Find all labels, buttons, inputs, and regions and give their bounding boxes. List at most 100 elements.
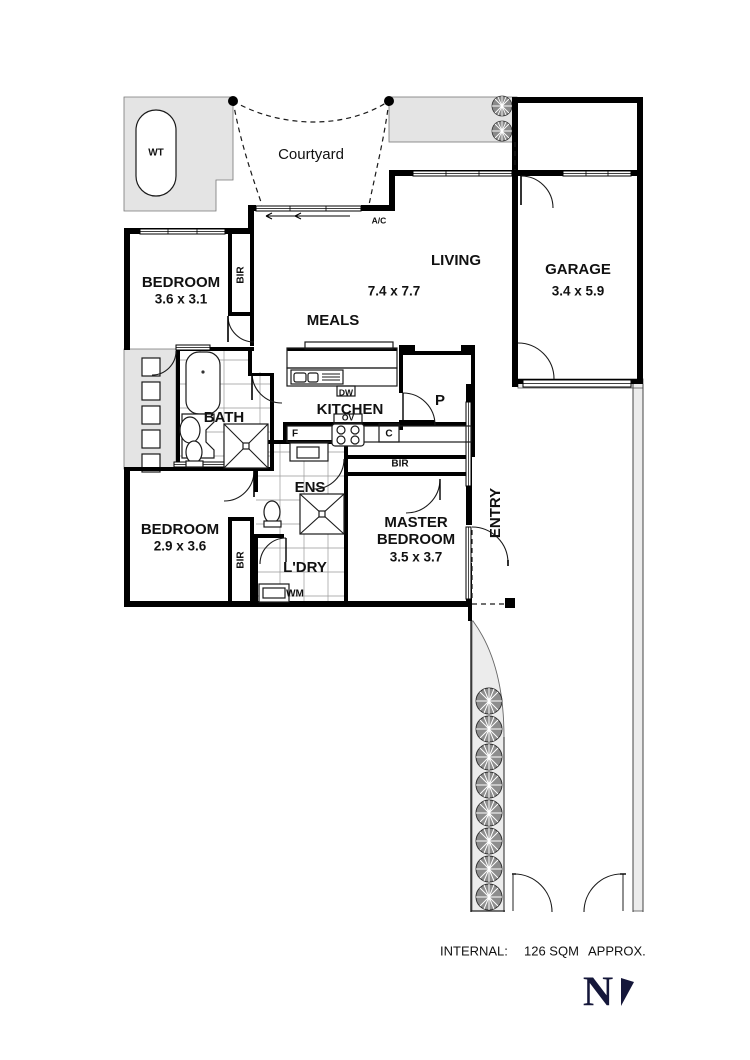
boundary-fence-strip bbox=[632, 383, 644, 912]
bench-appliance-icon bbox=[289, 442, 329, 462]
internal-label: INTERNAL: bbox=[440, 943, 508, 958]
dashed-guides bbox=[471, 142, 516, 608]
bir-bedroom3-label: BIR bbox=[236, 551, 247, 569]
laundry-label: L'DRY bbox=[283, 559, 327, 576]
wall-bath-notch bbox=[248, 373, 274, 376]
shrub-icon-1 bbox=[491, 95, 513, 117]
kitchen-overhead bbox=[304, 341, 394, 350]
bedroom2-label: BEDROOM bbox=[142, 274, 220, 291]
wall-ac-jog-vertical bbox=[389, 170, 395, 211]
wall-bir-b2-bottom bbox=[228, 312, 254, 316]
window-bath-top bbox=[175, 344, 211, 351]
paver-3 bbox=[141, 405, 161, 425]
oven-label: OV bbox=[342, 412, 355, 422]
dishwasher-label: DW bbox=[339, 387, 354, 397]
wall-bir-b3-top bbox=[228, 517, 254, 521]
wall-driveway-top bbox=[468, 607, 472, 621]
bedroom2-dims: 3.6 x 3.1 bbox=[155, 292, 208, 307]
window-bedroom2 bbox=[139, 228, 226, 235]
kitchen-fixtures: DW OV F C bbox=[286, 341, 472, 462]
washing-machine-icon bbox=[258, 583, 290, 603]
kitchen-label: KITCHEN bbox=[317, 401, 384, 418]
master-dims: 3.5 x 3.7 bbox=[390, 550, 443, 565]
ensuite-label: ENS bbox=[295, 479, 326, 496]
ac-label: A/C bbox=[372, 215, 387, 225]
door-garage-entry bbox=[517, 342, 555, 380]
compass-north-letter: N bbox=[583, 970, 613, 1016]
wall-bath-right-a bbox=[248, 347, 252, 373]
bedroom3-label: BEDROOM bbox=[141, 521, 219, 538]
door-bedroom2 bbox=[227, 315, 255, 343]
wall-kitchen-bench-top bbox=[283, 422, 471, 426]
fridge-label: F bbox=[292, 429, 298, 440]
paver-4 bbox=[141, 429, 161, 449]
wall-ldry-top bbox=[254, 534, 284, 538]
cooktop-icon bbox=[331, 423, 365, 447]
door-bedroom3 bbox=[223, 470, 255, 502]
washing-machine-label: WM bbox=[286, 589, 304, 600]
footer-block: INTERNAL: 126 SQM APPROX. bbox=[440, 943, 646, 958]
wall-bath-right-b bbox=[270, 373, 274, 471]
sliding-door-courtyard bbox=[255, 205, 362, 220]
wall-left-upper bbox=[124, 228, 130, 350]
driveway bbox=[470, 384, 644, 912]
shade-sail-arc-right bbox=[368, 100, 390, 206]
door-pantry bbox=[402, 392, 436, 426]
oven-icon bbox=[333, 413, 363, 424]
approx-label: APPROX. bbox=[588, 943, 646, 958]
wall-pillar-right bbox=[461, 345, 475, 355]
shrubs-courtyard bbox=[491, 95, 513, 142]
ensuite-fixtures bbox=[263, 493, 345, 535]
wall-courtyard-bottom-b bbox=[361, 205, 395, 211]
water-tank-label: WT bbox=[148, 148, 164, 159]
shrub-row-icon bbox=[475, 687, 503, 911]
master-label-line1: MASTER bbox=[384, 514, 448, 531]
internal-area: 126 SQM bbox=[524, 943, 579, 958]
entry-label: ENTRY bbox=[487, 488, 504, 538]
wall-bir-b3-left bbox=[228, 517, 232, 603]
kitchen-sink-icon bbox=[290, 369, 344, 385]
garage-label: GARAGE bbox=[545, 261, 611, 278]
meals-label: MEALS bbox=[307, 312, 360, 329]
door-side-paving bbox=[151, 350, 177, 376]
door-laundry bbox=[259, 537, 287, 565]
room-labels: LIVING 7.4 x 7.7 GARAGE 3.4 x 5.9 BEDROO… bbox=[141, 215, 611, 576]
bir-master-label: BIR bbox=[391, 459, 409, 470]
ens-toilet-icon bbox=[263, 500, 282, 528]
cupboard-box bbox=[378, 423, 400, 443]
wall-ldry-left bbox=[254, 534, 258, 604]
wall-garage-right bbox=[637, 97, 643, 384]
bedroom3-dims: 2.9 x 3.6 bbox=[154, 539, 207, 554]
sail-anchor-left bbox=[228, 96, 238, 106]
dishwasher-icon bbox=[336, 385, 356, 397]
wall-courtyard-left bbox=[248, 205, 254, 234]
paver-2 bbox=[141, 381, 161, 401]
windows bbox=[139, 170, 632, 600]
water-tank-icon bbox=[135, 109, 177, 197]
shrub-icon-2 bbox=[491, 120, 513, 142]
shower-icon bbox=[223, 423, 269, 469]
window-garage bbox=[562, 170, 632, 177]
wall-pantry-left-b bbox=[399, 420, 403, 430]
wall-living-garage bbox=[512, 97, 518, 387]
window-living bbox=[412, 170, 513, 177]
door-front-entry bbox=[471, 526, 509, 566]
garage-door bbox=[522, 379, 632, 388]
door-ensuite bbox=[313, 458, 345, 490]
pantry-label: P bbox=[435, 392, 445, 409]
wall-bath-bottom bbox=[124, 467, 274, 471]
bir-bedroom2-label: BIR bbox=[236, 266, 247, 284]
wall-pantry-bottom-jog bbox=[399, 420, 435, 424]
wall-bir-b3-right bbox=[250, 517, 254, 603]
wall-pantry-right bbox=[471, 351, 475, 457]
shade-sail-arc-left bbox=[232, 100, 263, 206]
door-master-bedroom bbox=[405, 478, 441, 514]
toilet-icon bbox=[185, 440, 204, 468]
wall-bath-left bbox=[176, 347, 180, 471]
bathtub-icon bbox=[185, 351, 221, 415]
garage-dims: 3.4 x 5.9 bbox=[552, 284, 605, 299]
window-master bbox=[465, 526, 472, 600]
door-garage-internal bbox=[520, 175, 554, 209]
shade-sail bbox=[228, 96, 394, 206]
